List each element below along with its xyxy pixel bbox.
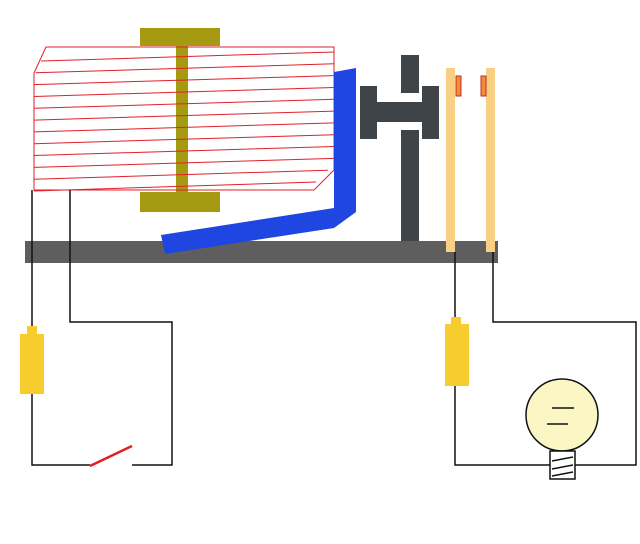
coil-turn [33,146,335,156]
coil-turn [35,63,335,74]
lamp-bulb [525,378,599,452]
contact-spring-left [446,68,455,252]
iron-core [140,28,220,212]
coil-turn [33,110,335,121]
coil-battery [20,326,44,394]
coil-turn [33,122,335,133]
coil-winding [33,46,335,192]
load-circuit-wires [454,252,637,466]
coil-turn [33,134,335,145]
lamp-base [549,450,576,480]
contact-springs [446,68,495,252]
contact-spring-right [486,68,495,252]
coil-turn [33,75,335,86]
coil-turn [33,157,335,168]
contact-tip-right [480,75,487,97]
coil-turn [33,98,335,109]
base-frame [25,241,498,263]
contact-tip-left [455,75,462,97]
coil-turn [33,169,328,180]
coil-circuit-wires [31,190,173,466]
coil-turn [40,51,335,62]
coil-turn [33,181,317,192]
coil-turn [33,87,335,97]
contact-post [360,55,439,241]
armature [161,68,356,254]
lamp [525,378,599,480]
load-battery [445,317,469,386]
coil-switch[interactable] [89,444,133,468]
